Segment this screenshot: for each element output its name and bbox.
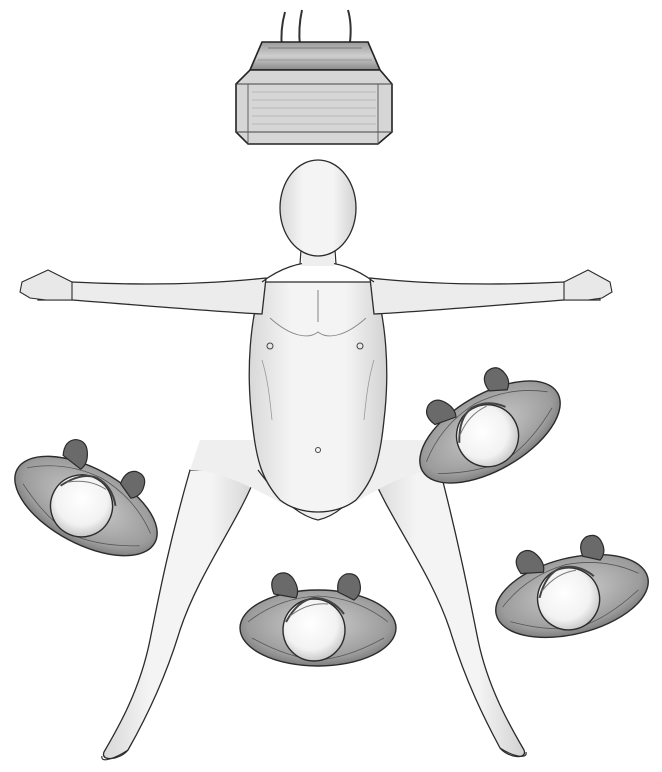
- observer-top-view: [0, 421, 181, 576]
- standing-figure: [20, 160, 612, 760]
- observer-top-view: [483, 524, 657, 652]
- light-fixture: [236, 10, 392, 144]
- observer-top-view: [240, 573, 396, 666]
